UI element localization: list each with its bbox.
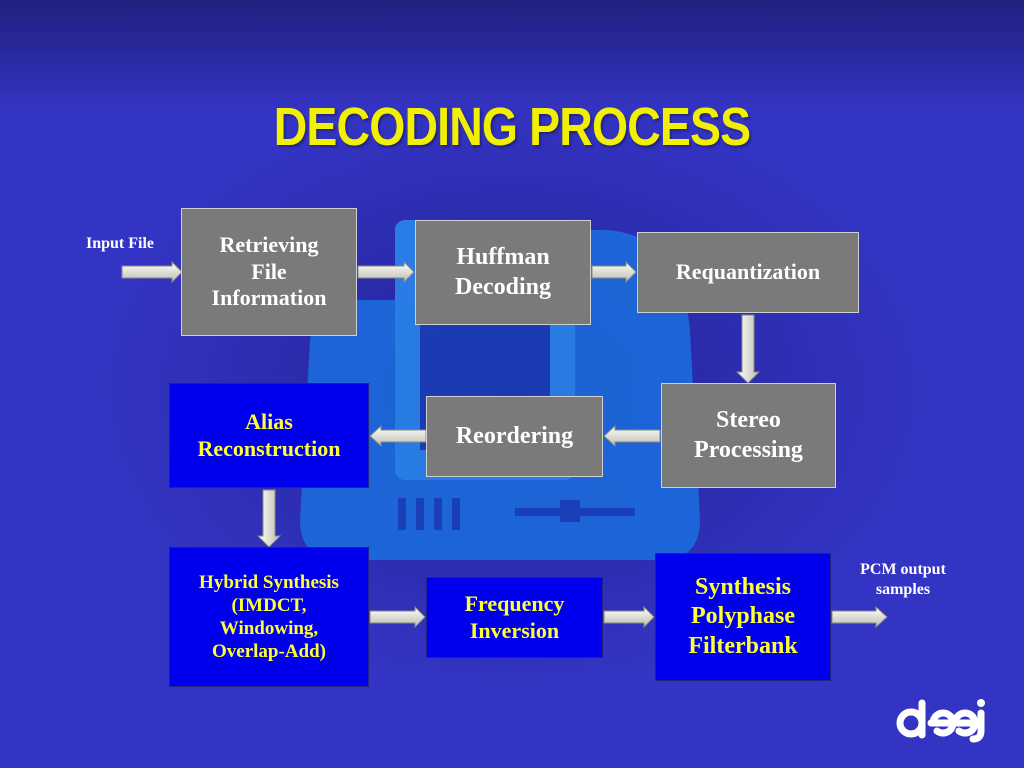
arrow-retrieving-to-huffman xyxy=(357,260,415,284)
top-shading xyxy=(0,0,1024,110)
arrow-frequency-to-synthesis xyxy=(603,605,655,629)
deei-logo xyxy=(896,699,985,743)
pcm-output-samples-label: PCM output samples xyxy=(860,561,946,598)
synthesis-polyphase-filterbank-box: Synthesis Polyphase Filterbank xyxy=(655,553,831,681)
stereo-processing-box: Stereo Processing xyxy=(661,383,836,488)
alias-reconstruction-box: Alias Reconstruction xyxy=(169,383,369,488)
hybrid-synthesis-box: Hybrid Synthesis (IMDCT, Windowing, Over… xyxy=(169,547,369,687)
arrow-requantization-to-stereo xyxy=(735,314,761,384)
huffman-decoding-box: Huffman Decoding xyxy=(415,220,591,325)
arrow-stereo-to-reordering xyxy=(603,424,661,448)
input-file-label: Input File xyxy=(85,235,154,252)
arrow-hybrid-to-frequency xyxy=(369,605,426,629)
arrow-huffman-to-requantization xyxy=(591,260,637,284)
arrow-alias-to-hybrid xyxy=(256,489,282,548)
slide-title: DECODING PROCESS xyxy=(273,97,751,157)
retrieving-file-information-box: Retrieving File Information xyxy=(181,208,357,336)
frequency-inversion-box: Frequency Inversion xyxy=(426,577,603,658)
reordering-box: Reordering xyxy=(426,396,603,477)
requantization-box: Requantization xyxy=(637,232,859,313)
arrow-input-to-retrieving xyxy=(121,260,183,284)
arrow-reordering-to-alias xyxy=(369,424,427,448)
arrow-synthesis-to-output xyxy=(831,605,888,629)
